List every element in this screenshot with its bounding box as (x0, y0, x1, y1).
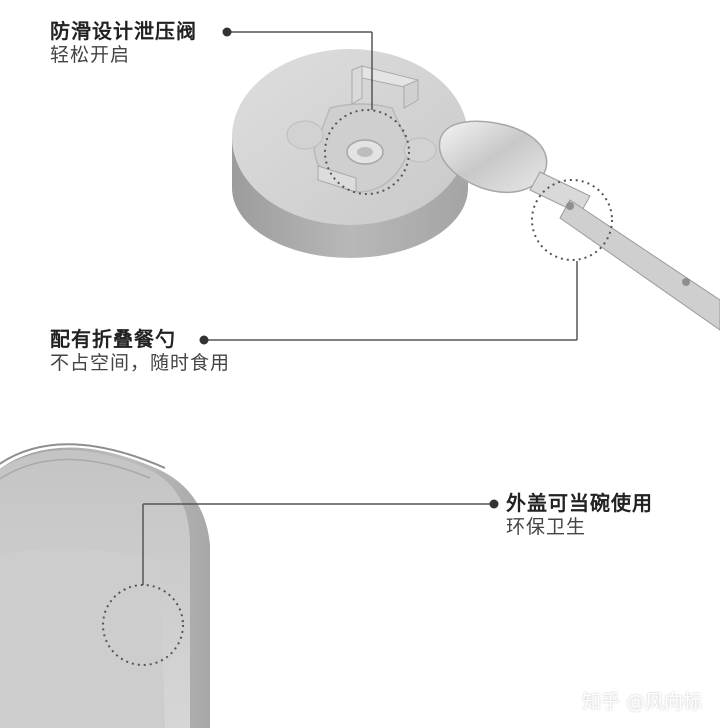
watermark: 知乎 @风向标 (581, 691, 702, 713)
lid-illustration (232, 49, 720, 331)
feature-bowl-title: 外盖可当碗使用 (506, 491, 653, 515)
feature-spoon-title: 配有折叠餐勺 (50, 327, 176, 351)
feature-bowl: 外盖可当碗使用 环保卫生 (506, 491, 653, 539)
feature-spoon: 配有折叠餐勺 不占空间，随时食用 (50, 327, 230, 375)
feature-valve: 防滑设计泄压阀 轻松开启 (50, 19, 197, 67)
feature-bowl-subtitle: 环保卫生 (506, 516, 587, 538)
feature-valve-title: 防滑设计泄压阀 (50, 19, 197, 43)
callout-valve (222, 27, 410, 195)
feature-valve-subtitle: 轻松开启 (50, 44, 131, 66)
callout-spoon (199, 179, 613, 345)
bowl-illustration (0, 443, 210, 728)
callout-bowl (102, 499, 499, 666)
folding-spoon (438, 120, 720, 331)
feature-spoon-subtitle: 不占空间，随时食用 (50, 352, 231, 374)
